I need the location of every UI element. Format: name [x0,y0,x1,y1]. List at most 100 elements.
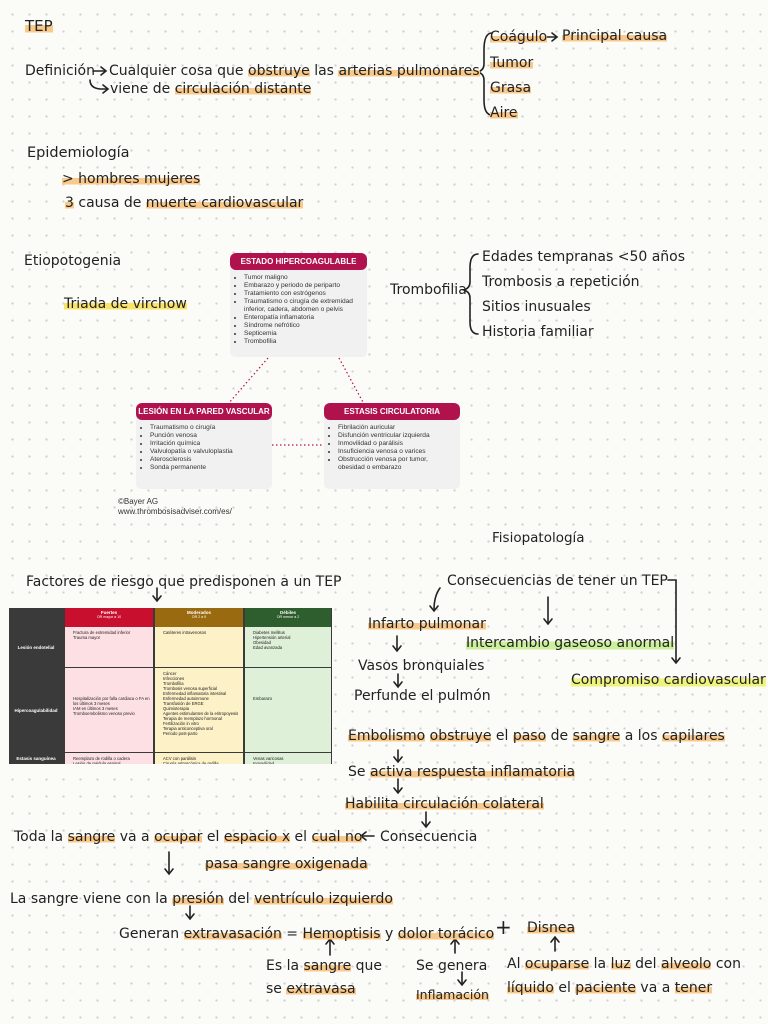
table-cell-list: Catéteres intravenosos [155,630,243,635]
epidemiologia-item-2: 3 causa de muerte cardiovascular [65,195,304,211]
table-cell: Diabetes mellitusHipertensión arterialOb… [245,627,331,667]
trombofilia-item-1: Edades tempranas <50 años [482,249,686,265]
table-cell-list: Venas varicosasInmovilidadDescanso en ca… [245,756,331,764]
trombofilia-label: Trombofilia [390,282,467,298]
table-cell-list: Fractura de extremidad inferiorTrauma ma… [65,630,153,640]
activa-respuesta: Se activa respuesta inflamatoria [348,764,576,780]
table-cell: Venas varicosasInmovilidadDescanso en ca… [245,753,331,764]
box-lesion-pared-vascular: LESIÓN EN LA PARED VASCULAR Traumatismo … [136,403,272,489]
table-header-name: Débiles [279,610,296,615]
list-item: Síndrome nefrótico [244,322,363,330]
table-cell: Catéteres intravenosos [155,627,243,667]
list-item: Punción venosa [150,432,268,440]
consecuencia-label: Consecuencia [380,829,478,845]
triada-virchow: Triada de virchow [64,296,187,312]
se-extravasa: se extravasa [266,981,356,997]
table-cell-list: CáncerInfeccionesTrombofiliaTrombosis ve… [155,671,243,736]
list-item: Tratamiento con estrógenos [244,290,363,298]
es-la-sangre: Es la sangre que [266,958,383,974]
list-item: Transfusión de ERGE [163,701,241,706]
list-item: Catéteres intravenosos [163,630,241,635]
list-item: Quimioterapia [163,706,241,711]
etiopatogenia-label: Etiopotogenia [24,253,122,269]
list-item: Sonda permanente [150,464,268,472]
generan-line: Generan extravasación = Hemoptisis y dol… [119,926,495,942]
list-item: Infecciones [163,676,241,681]
table-header-sub: OR 2 a 9 [191,615,207,619]
box-right-list: Fibrilación auricularDisfunción ventricu… [324,424,460,472]
embolismo-line: Embolismo obstruye el paso de sangre a l… [348,728,725,744]
list-item: Hipertensión arterial [253,635,329,640]
list-item: Cirugía artroscópica de rodilla [163,761,241,764]
table-cell-list: Diabetes mellitusHipertensión arterialOb… [245,630,331,650]
fisiopatologia-label: Fisiopatología [492,530,585,546]
table-cell-list: Embarazo [245,696,331,701]
box-left-list: Traumatismo o cirugíaPunción venosaIrrit… [136,424,272,472]
table-cell: Embarazo [245,668,331,752]
plus-sign: + [495,915,512,939]
cause-tumor: Tumor [490,55,534,71]
trombofilia-item-2: Trombosis a repetición [482,274,640,290]
list-item: Trombofilia [163,681,241,686]
table-header-name: Fuertes [100,610,118,615]
trombofilia-item-4: Historia familiar [482,324,594,340]
table-row-label: Hipercoagulabilidad [14,707,58,713]
box-left-title: LESIÓN EN LA PARED VASCULAR [136,403,272,420]
toda-sangre-line: Toda la sangre va a ocupar el espacio x … [14,829,363,845]
definicion-line-1: Cualquier cosa que obstruye las arterias… [109,63,480,79]
list-item: Terapia anticonceptiva oral [163,726,241,731]
factores-riesgo: Factores de riesgo que predisponen a un … [26,574,342,590]
list-item: IAM en últimos 3 meses [73,706,151,711]
table-header-name: Moderados [186,610,211,615]
intercambio-gaseoso: Intercambio gaseoso anormal [466,635,675,651]
list-item: Cáncer [163,671,241,676]
list-item: Obstrucción venosa por tumor, obesidad o… [338,456,456,472]
cause-aire: Aire [490,105,518,121]
list-item: Aterosclerosis [150,456,268,464]
epidemiologia-item-1: > hombres mujeres [62,171,201,187]
se-genera: Se genera [416,958,488,974]
list-item: Enfermedad inflamatoria intestinal [163,691,241,696]
list-item: Valvulopatía o valvuloplastia [150,448,268,456]
habilita-circulacion: Habilita circulación colateral [345,796,544,812]
list-item: Disfunción ventricular izquierda [338,432,456,440]
table-cell: Fractura de extremidad inferiorTrauma ma… [65,627,153,667]
list-item: Septicemia [244,330,363,338]
list-item: Embarazo [253,696,329,701]
page-title: TEP [25,17,53,35]
list-item: Trauma mayor [73,635,151,640]
principal-causa: Principal causa [562,28,668,44]
box-right-title: ESTASIS CIRCULATORIA [324,403,460,420]
list-item: Fibrilación auricular [338,424,456,432]
al-ocuparse-line-1: Al ocuparse la luz del alveolo con [507,956,741,972]
list-item: Venas varicosas [253,756,329,761]
definicion-line-2: viene de circulación distante [110,81,312,97]
list-item: Traumatismo o cirugía de extremidad infe… [244,298,363,314]
infarto-pulmonar: Infarto pulmonar [368,616,486,632]
list-item: Insuficiencia venosa o varices [338,448,456,456]
pasa-sangre-oxigenada: pasa sangre oxigenada [205,856,368,872]
source-credit: ©Bayer AG www.thrombosisadviser.com/es/ [118,497,232,516]
table-corner [9,608,64,628]
list-item: Irritación química [150,440,268,448]
list-item: Obesidad [253,640,329,645]
box-top-title: ESTADO HIPERCOAGULABLE [230,253,367,270]
compromiso-cardiovascular: Compromiso cardiovascular [571,672,766,688]
list-item: Hospitalización por falla cardiaca o FA … [73,696,151,706]
cause-coagulo: Coágulo [490,29,548,45]
box-top-list: Tumor malignoEmbarazo y periodo de perip… [230,274,367,346]
list-item: Terapia de reemplazo hormonal [163,716,241,721]
table-header-sub: OR menor a 2 [276,615,300,619]
list-item: Trombofilia [244,338,363,346]
table-cell-list: Hospitalización por falla cardiaca o FA … [65,696,153,716]
sangre-viene-line: La sangre viene con la presión del ventr… [10,891,393,907]
box-estado-hipercoagulable: ESTADO HIPERCOAGULABLE Tumor malignoEmba… [230,253,367,357]
list-item: Reemplazo de rodilla o cadera [73,756,151,761]
vasos-bronquiales: Vasos bronquiales [358,658,485,674]
perfunde-pulmon: Perfunde el pulmón [354,688,491,704]
list-item: Agentes estimulantes de la eritropoyesis [163,711,241,716]
table-cell: CáncerInfeccionesTrombofiliaTrombosis ve… [155,668,243,752]
list-item: Embarazo y periodo de periparto [244,282,363,290]
